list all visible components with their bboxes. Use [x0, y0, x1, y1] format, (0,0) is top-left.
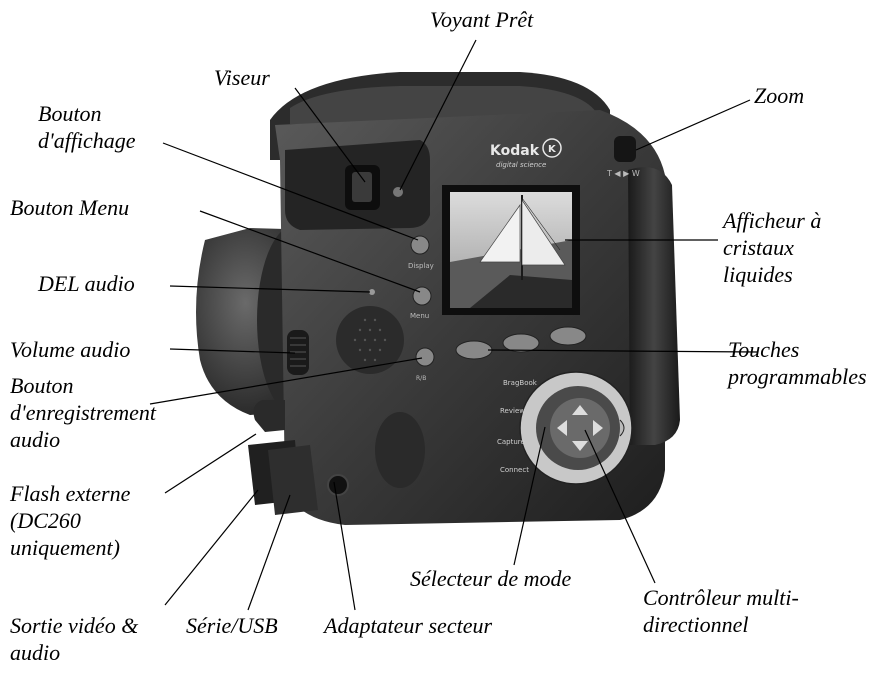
- label-afficheur: Afficheur à cristaux liquides: [723, 208, 822, 287]
- svg-text:digital science: digital science: [496, 161, 546, 169]
- kodak-logo: Kodak K digital science: [490, 138, 562, 169]
- svg-text:Display: Display: [408, 262, 434, 270]
- svg-text:Review: Review: [500, 407, 525, 415]
- label-bouton-enregistrement: Bouton d'enregistrement audio: [10, 373, 157, 452]
- bottom-ports: [248, 400, 425, 515]
- svg-text:Capture: Capture: [497, 438, 525, 446]
- label-sortie-video: Sortie vidéo & audio: [10, 613, 139, 665]
- audio-led: [369, 289, 375, 295]
- label-controleur: Contrôleur multi- directionnel: [643, 585, 799, 637]
- speaker-grille: [336, 306, 404, 374]
- label-volume-audio: Volume audio: [10, 337, 131, 362]
- label-del-audio: DEL audio: [38, 271, 135, 296]
- label-adaptateur: Adaptateur secteur: [324, 613, 493, 638]
- label-bouton-menu: Bouton Menu: [10, 195, 130, 220]
- label-zoom: Zoom: [754, 83, 805, 108]
- svg-text:BragBook: BragBook: [503, 379, 538, 387]
- mode-dial-labels: BragBook Review Capture Connect: [497, 379, 538, 474]
- ready-light: [393, 187, 403, 197]
- label-touches: Touches programmables: [728, 337, 867, 389]
- camera-grip: [628, 167, 680, 445]
- multi-controller[interactable]: [550, 398, 610, 458]
- svg-text:T ◀ ▶ W: T ◀ ▶ W: [606, 169, 640, 178]
- label-selecteur-mode: Sélecteur de mode: [410, 566, 572, 591]
- label-viseur: Viseur: [214, 65, 270, 90]
- viewfinder-housing: [285, 140, 430, 230]
- svg-text:Kodak: Kodak: [490, 143, 540, 159]
- record-button[interactable]: R/B: [415, 347, 435, 382]
- svg-text:Menu: Menu: [410, 312, 429, 320]
- svg-text:Connect: Connect: [500, 466, 529, 474]
- label-voyant-pret: Voyant Prêt: [430, 7, 534, 32]
- svg-text:K: K: [548, 144, 557, 155]
- zoom-rocker: T ◀ ▶ W: [606, 136, 640, 178]
- volume-wheel[interactable]: [287, 330, 309, 375]
- label-bouton-affichage: Bouton d'affichage: [38, 101, 136, 153]
- lcd-screen: [442, 185, 580, 315]
- leader-lines: [149, 39, 758, 611]
- svg-text:R/B: R/B: [416, 375, 426, 382]
- display-button[interactable]: Display: [408, 235, 434, 270]
- label-flash-externe: Flash externe (DC260 uniquement): [10, 481, 131, 560]
- soft-keys[interactable]: [455, 326, 587, 360]
- label-serie-usb: Série/USB: [186, 613, 278, 638]
